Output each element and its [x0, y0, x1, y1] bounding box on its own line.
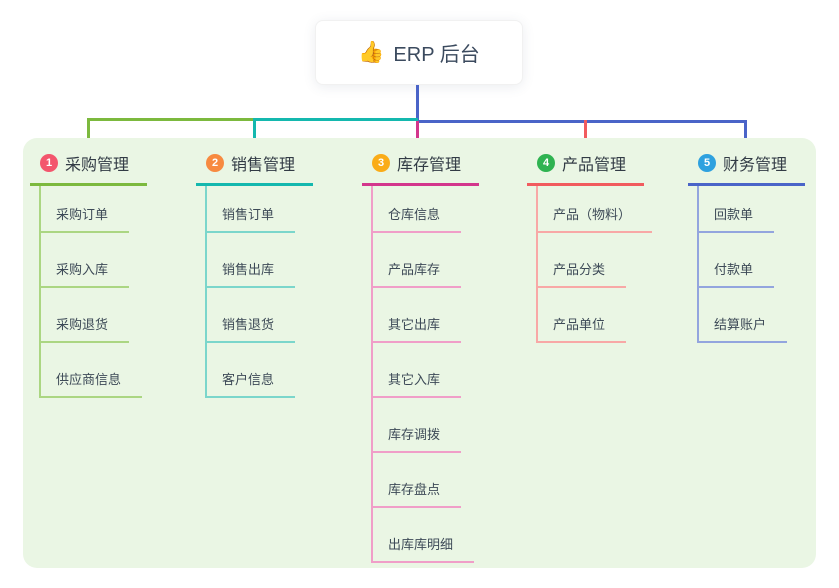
branch-title-label: 财务管理: [723, 157, 788, 174]
mindmap-item[interactable]: 付款单: [699, 233, 805, 288]
mindmap-item-label: 供应商信息: [41, 369, 143, 398]
mindmap-item-label: 仓库信息: [373, 204, 462, 233]
mindmap-item[interactable]: 库存盘点: [373, 453, 479, 508]
branch-title-label: 采购管理: [65, 157, 130, 174]
branch-2: 2 销售管理 销售订单销售出库销售退货客户信息: [196, 151, 313, 398]
branch-number-badge: 1: [40, 154, 58, 172]
branch-items: 仓库信息产品库存其它出库其它入库库存调拨库存盘点出库库明细: [371, 186, 479, 563]
connector-drop-branch5: [744, 120, 747, 151]
mindmap-item-label: 产品库存: [373, 259, 462, 288]
mindmap-item[interactable]: 销售订单: [207, 186, 313, 233]
branch-4: 4 产品管理 产品（物料） 产品分类产品单位: [527, 151, 653, 343]
mindmap-item-label: 产品单位: [538, 314, 627, 343]
connector-bus-branch2: [253, 118, 418, 121]
mindmap-item-label: 销售出库: [207, 259, 296, 288]
mindmap-item-label: 销售订单: [207, 204, 296, 233]
branch-title[interactable]: 4 产品管理: [527, 151, 644, 186]
branch-title-label: 库存管理: [397, 157, 462, 174]
connector-drop-branch4: [584, 120, 587, 151]
branch-number-badge: 3: [372, 154, 390, 172]
mindmap-item-label: 客户信息: [207, 369, 296, 398]
connector-drop-branch3: [416, 121, 419, 151]
mindmap-item[interactable]: 回款单: [699, 186, 805, 233]
mindmap-item-label: 产品分类: [538, 259, 627, 288]
branch-title[interactable]: 2 销售管理: [196, 151, 313, 186]
mindmap-item[interactable]: 其它出库: [373, 288, 479, 343]
mindmap-item-label: 采购退货: [41, 314, 130, 343]
mindmap-item[interactable]: 客户信息: [207, 343, 313, 398]
connector-bus-right: [418, 120, 747, 123]
mindmap-item[interactable]: 产品（物料）: [538, 186, 653, 233]
branch-items: 回款单付款单结算账户: [697, 186, 805, 343]
branch-items: 产品（物料） 产品分类产品单位: [536, 186, 653, 343]
mindmap-item[interactable]: 产品分类: [538, 233, 652, 288]
branch-1: 1 采购管理 采购订单采购入库采购退货供应商信息: [30, 151, 147, 398]
connector-bus-branch1: [87, 118, 255, 121]
mindmap-item-label: 产品（物料）: [538, 204, 653, 233]
branch-title[interactable]: 3 库存管理: [362, 151, 479, 186]
mindmap-item-label: 出库库明细: [373, 534, 475, 563]
branch-title-label: 产品管理: [562, 157, 627, 174]
branch-number-badge: 2: [206, 154, 224, 172]
mindmap-item[interactable]: 库存调拨: [373, 398, 479, 453]
thumbs-up-icon: 👍: [358, 40, 385, 64]
mindmap-item[interactable]: 采购入库: [41, 233, 147, 288]
branch-items: 销售订单销售出库销售退货客户信息: [205, 186, 313, 398]
mindmap-item[interactable]: 销售退货: [207, 288, 313, 343]
connector-root-stem: [416, 85, 419, 122]
root-node-label: ERP 后台: [393, 44, 480, 66]
mindmap-item[interactable]: 产品单位: [538, 288, 652, 343]
branch-3: 3 库存管理 仓库信息产品库存其它出库其它入库库存调拨库存盘点出库库明细: [362, 151, 479, 563]
mindmap-item[interactable]: 其它入库: [373, 343, 479, 398]
mindmap-item[interactable]: 销售出库: [207, 233, 313, 288]
mindmap-item-label: 采购订单: [41, 204, 130, 233]
branch-5: 5 财务管理 回款单付款单结算账户: [688, 151, 805, 343]
mindmap-item-label: 库存盘点: [373, 479, 462, 508]
branch-title[interactable]: 1 采购管理: [30, 151, 147, 186]
branch-title[interactable]: 5 财务管理: [688, 151, 805, 186]
connector-drop-branch1: [87, 118, 90, 151]
mindmap-item-label: 付款单: [699, 259, 775, 288]
mindmap-item-label: 采购入库: [41, 259, 130, 288]
mindmap-item[interactable]: 采购订单: [41, 186, 147, 233]
mindmap-item[interactable]: 仓库信息: [373, 186, 479, 233]
mindmap-item[interactable]: 采购退货: [41, 288, 147, 343]
mindmap-item[interactable]: 结算账户: [699, 288, 805, 343]
mindmap-item-label: 销售退货: [207, 314, 296, 343]
connector-drop-branch2: [253, 118, 256, 151]
branch-number-badge: 5: [698, 154, 716, 172]
mindmap-item-label: 结算账户: [699, 314, 788, 343]
mindmap-item[interactable]: 出库库明细: [373, 508, 479, 563]
mindmap-item-label: 库存调拨: [373, 424, 462, 453]
branch-items: 采购订单采购入库采购退货供应商信息: [39, 186, 147, 398]
mindmap-item[interactable]: 产品库存: [373, 233, 479, 288]
mindmap-container: [23, 138, 816, 568]
branch-number-badge: 4: [537, 154, 555, 172]
mindmap-item-label: 回款单: [699, 204, 775, 233]
branch-title-label: 销售管理: [231, 157, 296, 174]
mindmap-item-label: 其它入库: [373, 369, 462, 398]
mindmap-item[interactable]: 供应商信息: [41, 343, 147, 398]
mindmap-item-label: 其它出库: [373, 314, 462, 343]
root-node-erp[interactable]: 👍 ERP 后台: [315, 20, 523, 85]
